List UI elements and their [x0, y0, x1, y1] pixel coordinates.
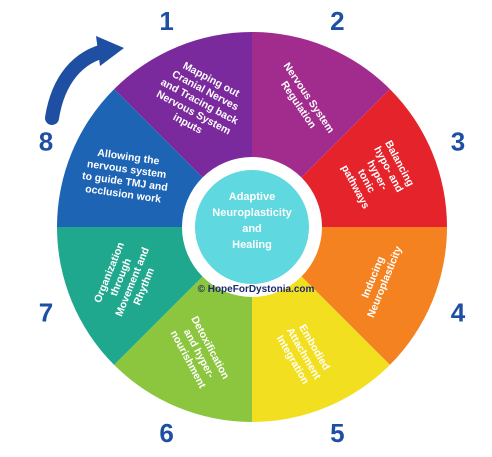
flow-arrow-head	[96, 36, 124, 66]
credit-text: © HopeForDystonia.com	[198, 284, 315, 295]
segment-4	[301, 227, 447, 365]
segment-8	[57, 89, 203, 228]
center-title-line-3: and	[242, 223, 262, 235]
segment-number-1: 1	[159, 6, 173, 36]
segment-5	[252, 276, 390, 422]
center-circle	[195, 170, 309, 284]
numbers-layer: 1 2 3 4 5 6 7 8	[39, 6, 466, 448]
segment-number-4: 4	[451, 297, 466, 327]
segment-number-8: 8	[39, 127, 53, 157]
segment-number-6: 6	[159, 418, 173, 448]
segment-1	[114, 32, 253, 178]
segment-number-2: 2	[330, 6, 344, 36]
segment-7	[57, 227, 203, 365]
segment-number-5: 5	[330, 418, 344, 448]
center-title-line-1: Adaptive	[229, 191, 275, 203]
segment-2	[252, 32, 390, 178]
segment-number-7: 7	[39, 297, 53, 327]
center-title-line-2: Neuroplasticity	[212, 207, 292, 219]
center-title-line-4: Healing	[232, 239, 272, 251]
segment-6	[114, 276, 253, 422]
segment-number-3: 3	[451, 127, 465, 157]
segment-3	[301, 89, 447, 228]
